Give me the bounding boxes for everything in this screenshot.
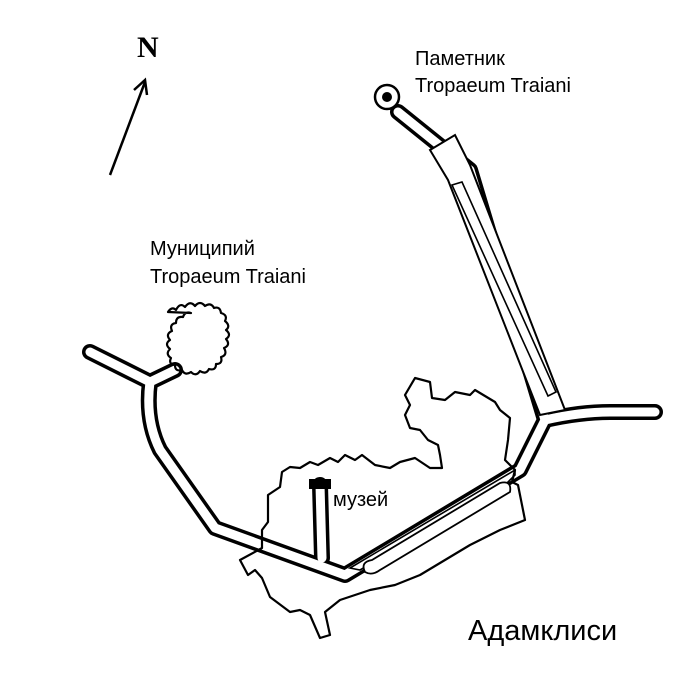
village-label: Адамклиси xyxy=(468,615,617,647)
monument-icon xyxy=(373,83,401,111)
road-network xyxy=(82,104,663,583)
municipium-label-line1: Муниципий xyxy=(150,238,255,260)
municipium-label-line2: Tropaeum Traiani xyxy=(150,266,306,288)
museum-label: музей xyxy=(333,489,388,511)
monument-label-line2: Tropaeum Traiani xyxy=(415,75,571,97)
monument-access-road xyxy=(428,133,567,417)
north-label: N xyxy=(137,31,159,64)
monument-label-line1: Паметник xyxy=(415,48,505,70)
municipium-wall xyxy=(165,301,231,376)
village-boundary xyxy=(238,376,527,640)
lower-road-median xyxy=(347,468,516,575)
north-arrow-icon xyxy=(108,77,149,176)
museum-icon xyxy=(309,479,331,489)
